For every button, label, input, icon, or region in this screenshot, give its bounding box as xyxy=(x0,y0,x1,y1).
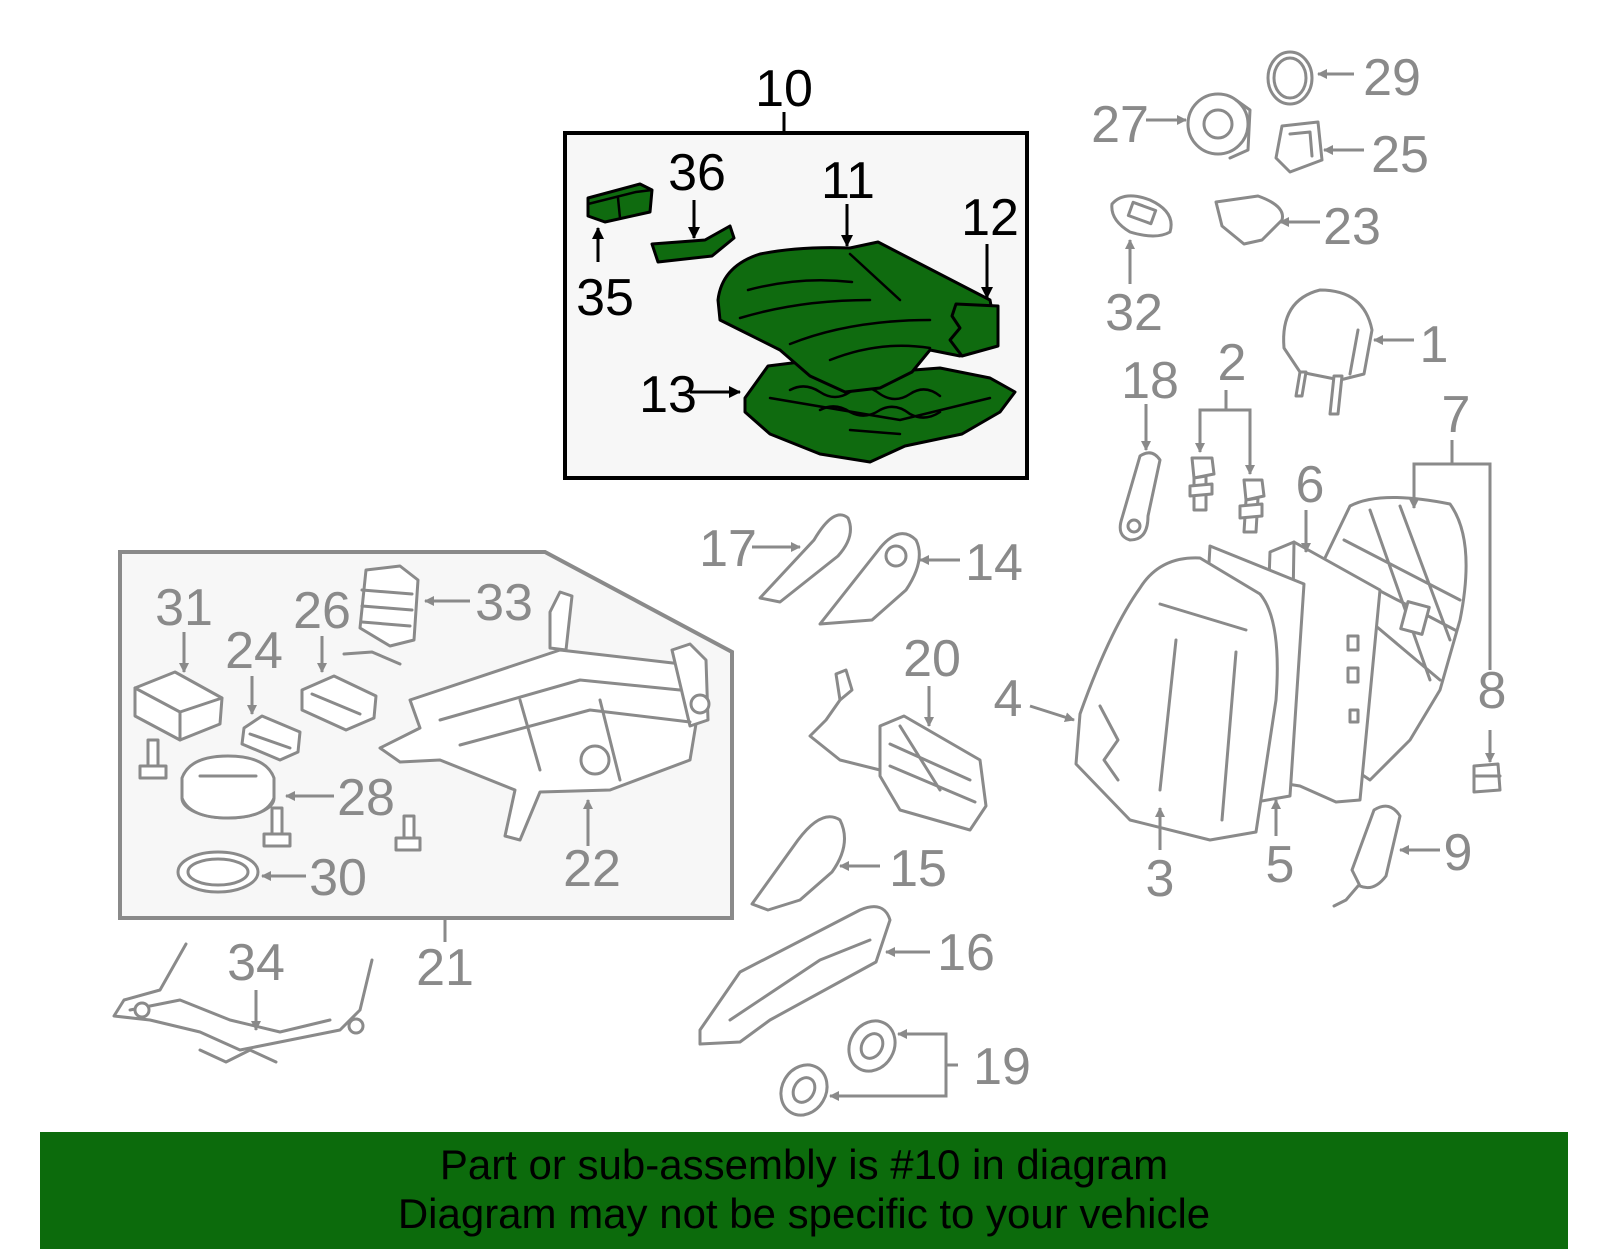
callout-23: 23 xyxy=(1323,198,1381,256)
callout-20: 20 xyxy=(903,630,961,688)
callout-27: 27 xyxy=(1091,96,1149,154)
callout-11: 11 xyxy=(821,152,875,210)
part-36-strip[interactable] xyxy=(650,224,736,264)
part-3-back-cover[interactable] xyxy=(1074,556,1279,842)
banner-line-2: Diagram may not be specific to your vehi… xyxy=(397,1190,1211,1237)
banner-line-1: Part or sub-assembly is #10 in diagram xyxy=(439,1141,1169,1188)
callout-18: 18 xyxy=(1121,352,1179,410)
callout-1: 1 xyxy=(1420,316,1449,374)
part-15-trim[interactable] xyxy=(750,815,846,912)
callout-19: 19 xyxy=(973,1038,1031,1096)
callout-30: 30 xyxy=(309,849,367,907)
part-18-lever[interactable] xyxy=(1118,451,1162,542)
part-34-harness[interactable] xyxy=(112,942,374,1064)
callout-22: 22 xyxy=(563,840,621,898)
callout-17: 17 xyxy=(699,520,757,578)
assembly-21-box[interactable]: 21 22 31 24 xyxy=(118,550,734,997)
part-23-cover[interactable] xyxy=(1214,194,1284,246)
callout-7: 7 xyxy=(1442,386,1471,444)
callout-15: 15 xyxy=(889,840,947,898)
part-33-bellows[interactable] xyxy=(342,564,420,666)
part-16-side-cover[interactable] xyxy=(698,905,892,1046)
callout-16: 16 xyxy=(937,924,995,982)
callout-25: 25 xyxy=(1371,126,1429,184)
callout-29: 29 xyxy=(1363,49,1421,107)
part-28-pump[interactable] xyxy=(180,754,276,820)
callout-10: 10 xyxy=(755,60,813,118)
assembly-10-box[interactable]: 10 35 36 13 xyxy=(563,60,1029,480)
part-11-cushion[interactable] xyxy=(716,240,1000,394)
part-25-clip[interactable] xyxy=(1274,120,1324,174)
callout-13: 13 xyxy=(639,366,697,424)
bolt-icon xyxy=(138,738,168,780)
callout-2: 2 xyxy=(1218,334,1247,392)
callout-35: 35 xyxy=(576,269,634,327)
part-20-lumbar[interactable] xyxy=(808,668,988,832)
callout-24: 24 xyxy=(225,622,283,680)
callout-28: 28 xyxy=(337,769,395,827)
part-27-knob-assembly[interactable] xyxy=(1186,92,1252,160)
part-29-ring[interactable] xyxy=(1266,50,1314,106)
callout-9: 9 xyxy=(1444,824,1473,882)
part-22-seat-frame[interactable] xyxy=(378,590,711,842)
bolt-icon xyxy=(394,814,422,852)
part-31-module[interactable] xyxy=(133,670,224,742)
callout-3: 3 xyxy=(1146,850,1175,908)
callout-12: 12 xyxy=(961,189,1019,247)
callout-33: 33 xyxy=(475,574,533,632)
part-24-switch[interactable] xyxy=(240,714,302,762)
callout-34: 34 xyxy=(227,934,285,992)
part-17-trim[interactable] xyxy=(758,513,852,604)
info-banner: Part or sub-assembly is #10 in diagram D… xyxy=(40,1132,1568,1249)
part-26-switch[interactable] xyxy=(300,674,378,732)
part-19-knob[interactable] xyxy=(840,1012,904,1079)
callout-36: 36 xyxy=(668,144,726,202)
callout-32: 32 xyxy=(1105,284,1163,342)
part-19-knob[interactable] xyxy=(772,1056,836,1123)
part-12-cover-cutaway[interactable] xyxy=(948,302,1000,358)
part-32-switch[interactable] xyxy=(1110,194,1173,238)
part-2-guide[interactable] xyxy=(1188,456,1216,512)
part-13-cushion-pan[interactable] xyxy=(743,360,1017,464)
part-2-guide[interactable] xyxy=(1238,478,1266,534)
part-9-side-airbag[interactable] xyxy=(1332,804,1402,908)
part-14-trim[interactable] xyxy=(818,532,921,626)
callout-8: 8 xyxy=(1478,662,1507,720)
callout-26: 26 xyxy=(293,582,351,640)
callout-4: 4 xyxy=(994,670,1023,728)
part-35-pad[interactable] xyxy=(586,182,654,224)
part-1-headrest[interactable] xyxy=(1282,288,1374,416)
callout-5: 5 xyxy=(1266,836,1295,894)
callout-6: 6 xyxy=(1296,456,1325,514)
part-8-clip[interactable] xyxy=(1472,762,1502,794)
callout-31: 31 xyxy=(155,579,213,637)
bolt-icon xyxy=(262,806,292,848)
callout-21: 21 xyxy=(416,939,474,997)
callout-14: 14 xyxy=(965,534,1023,592)
part-30-ring[interactable] xyxy=(176,850,260,894)
